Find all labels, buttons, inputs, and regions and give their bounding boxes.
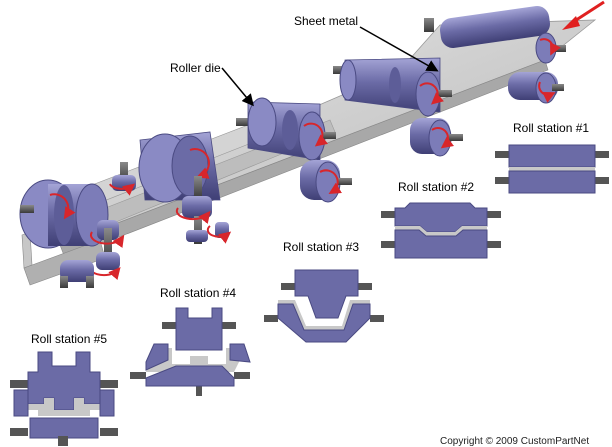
copyright-notice: Copyright © 2009 CustomPartNet — [440, 436, 590, 447]
label-roll-station-2: Roll station #2 — [398, 180, 475, 194]
label-roll-station-3: Roll station #3 — [283, 240, 360, 254]
feed-direction-arrow — [562, 0, 605, 30]
label-roller-die: Roller die — [170, 61, 221, 75]
roller-station-2-rolls — [333, 57, 463, 157]
cross-section-station-1 — [495, 144, 609, 194]
label-roll-station-4: Roll station #4 — [160, 286, 237, 300]
callout-sheet-metal — [359, 26, 439, 72]
cross-section-station-5 — [10, 351, 118, 446]
roller-station-3-rolls — [236, 97, 352, 203]
roller-station-5-rolls — [19, 179, 125, 288]
label-roll-station-5: Roll station #5 — [31, 332, 108, 346]
cross-section-station-3 — [264, 269, 384, 343]
callout-roller-die — [221, 67, 254, 107]
roller-station-4-rolls — [109, 131, 232, 244]
roller-station-1-rolls — [424, 6, 566, 104]
cross-section-station-4 — [130, 307, 251, 396]
label-sheet-metal: Sheet metal — [294, 14, 359, 28]
cross-section-station-2 — [381, 202, 501, 259]
label-roll-station-1: Roll station #1 — [513, 121, 590, 135]
